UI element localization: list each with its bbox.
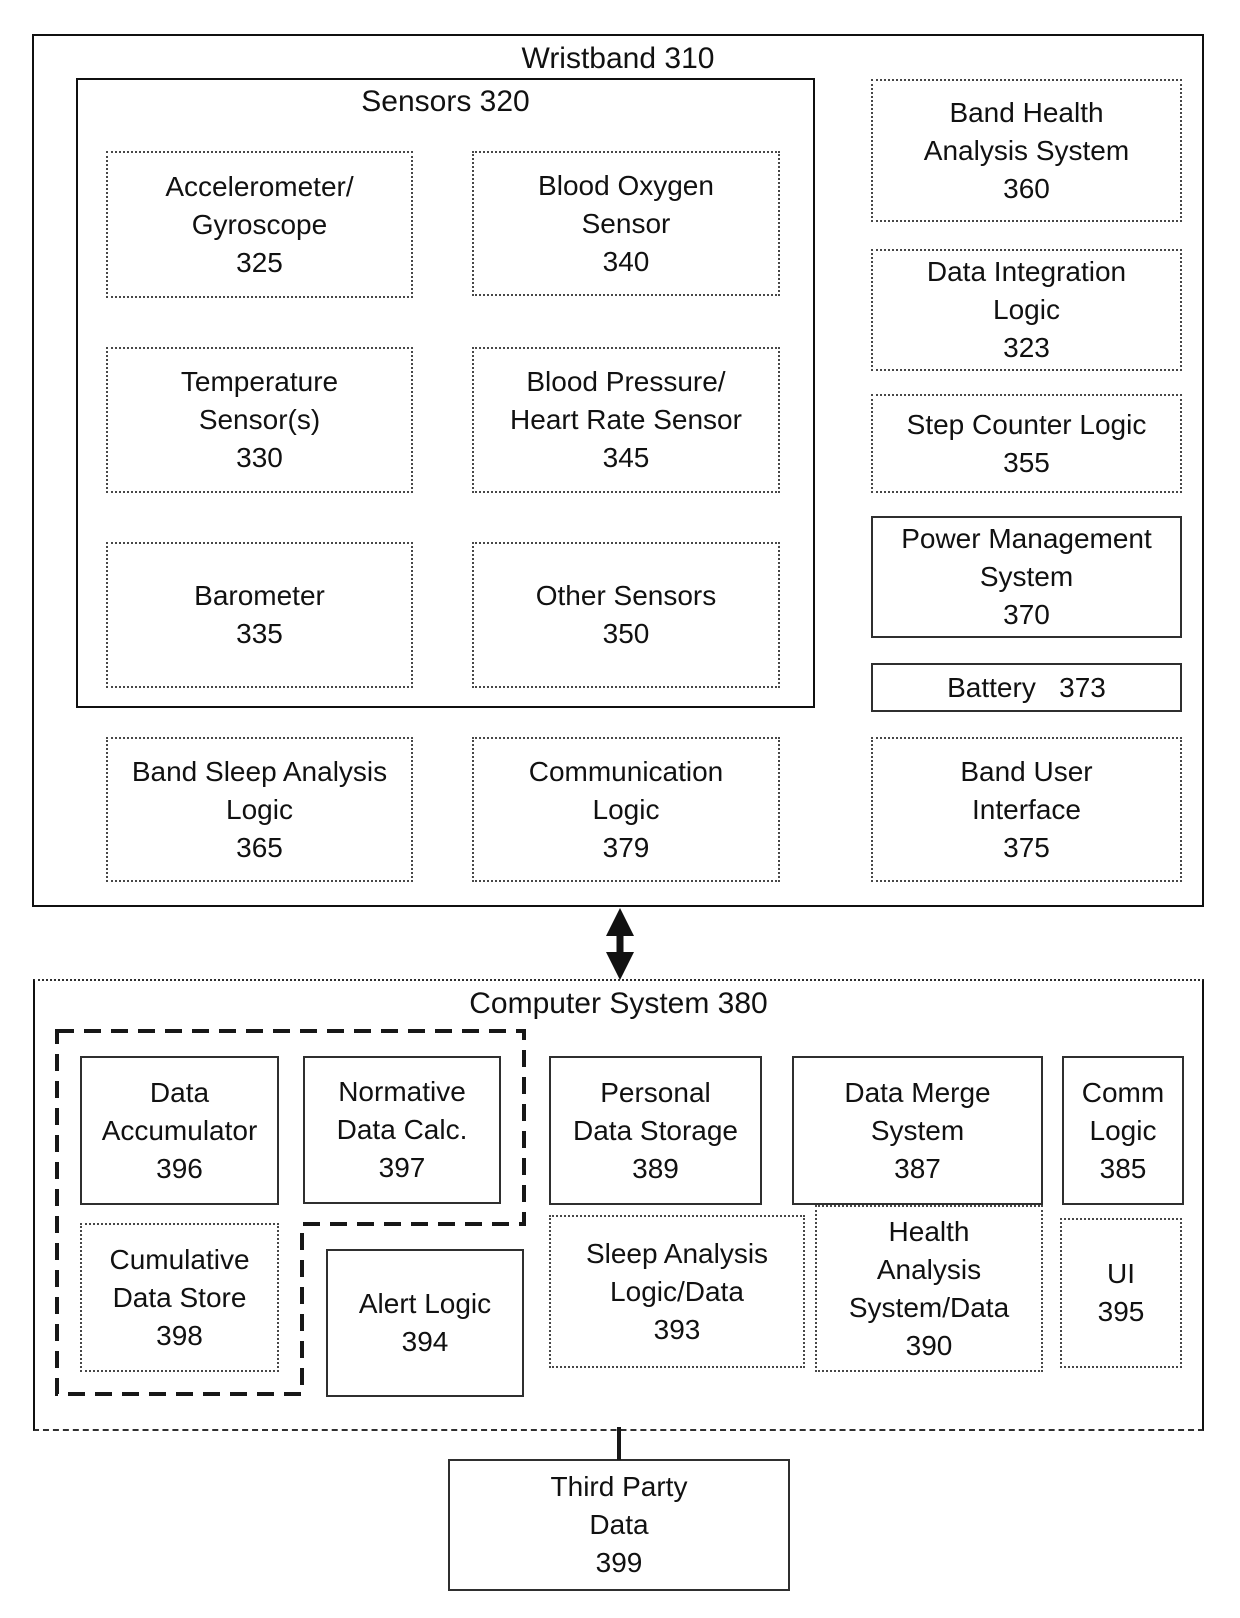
battery-label: Battery 373 [947,671,1106,703]
health-analysis-label: Health Analysis System/Data 390 [848,1215,1010,1361]
sleep-analysis-label: Sleep Analysis Logic/Data 393 [585,1237,769,1345]
data-merge-system-label: Data Merge System 387 [844,1076,991,1184]
comm-logic-label: Comm Logic 385 [1081,1076,1165,1184]
wristband-title: Wristband 310 [521,42,715,75]
health-analysis-box: Health Analysis System/Data 390 [815,1205,1043,1372]
sensors-title: Sensors 320 [361,85,530,118]
normative-data-calc-label: Normative Data Calc. 397 [336,1076,468,1183]
other-sensors-box: Other Sensors 350 [472,542,780,688]
data-integration-logic-label: Data Integration Logic 323 [926,256,1127,363]
alert-logic-box: Alert Logic 394 [326,1249,524,1397]
band-sleep-analysis-label: Band Sleep Analysis Logic 365 [131,755,388,863]
cumulative-data-store-label: Cumulative Data Store 398 [109,1243,250,1351]
data-accumulator-label: Data Accumulator 396 [101,1076,258,1184]
personal-data-storage-box: Personal Data Storage 389 [549,1056,762,1205]
other-sensors-label: Other Sensors 350 [535,580,717,649]
power-management-label: Power Management System 370 [901,523,1152,630]
personal-data-storage-label: Personal Data Storage 389 [573,1076,738,1184]
step-counter-logic-label: Step Counter Logic 355 [906,408,1147,478]
band-sleep-analysis-box: Band Sleep Analysis Logic 365 [106,737,413,882]
communication-logic-box: Communication Logic 379 [472,737,780,882]
computer-system-title: Computer System 380 [469,987,768,1020]
accelerometer-gyroscope-label: Accelerometer/ Gyroscope 325 [165,170,354,278]
data-merge-system-box: Data Merge System 387 [792,1056,1043,1205]
alert-logic-label: Alert Logic 394 [358,1288,492,1357]
data-accumulator-box: Data Accumulator 396 [80,1056,279,1205]
band-health-analysis-label: Band Health Analysis System 360 [923,96,1130,204]
step-counter-logic-box: Step Counter Logic 355 [871,394,1182,493]
data-integration-logic-box: Data Integration Logic 323 [871,249,1182,371]
communication-logic-label: Communication Logic 379 [528,755,724,863]
temperature-sensor-box: Temperature Sensor(s) 330 [106,347,413,493]
band-health-analysis-box: Band Health Analysis System 360 [871,79,1182,222]
temperature-sensor-label: Temperature Sensor(s) 330 [180,366,339,473]
band-user-interface-box: Band User Interface 375 [871,737,1182,882]
sleep-analysis-box: Sleep Analysis Logic/Data 393 [549,1215,805,1368]
barometer-label: Barometer 335 [194,580,325,649]
comm-logic-box: Comm Logic 385 [1062,1056,1184,1205]
bidirectional-arrow-icon [606,908,634,980]
accelerometer-gyroscope-box: Accelerometer/ Gyroscope 325 [106,151,413,298]
normative-data-calc-box: Normative Data Calc. 397 [303,1056,501,1204]
blood-oxygen-sensor-label: Blood Oxygen Sensor 340 [538,169,714,277]
blood-oxygen-sensor-box: Blood Oxygen Sensor 340 [472,151,780,296]
power-management-box: Power Management System 370 [871,516,1182,638]
ui-label: UI 395 [1097,1258,1145,1327]
blood-pressure-heart-rate-box: Blood Pressure/ Heart Rate Sensor 345 [472,347,780,493]
third-party-data-label: Third Party Data 399 [550,1471,688,1578]
third-party-data-box: Third Party Data 399 [448,1459,790,1591]
battery-box: Battery 373 [871,663,1182,712]
barometer-box: Barometer 335 [106,542,413,688]
blood-pressure-heart-rate-label: Blood Pressure/ Heart Rate Sensor 345 [510,366,742,473]
cumulative-data-store-box: Cumulative Data Store 398 [80,1223,279,1372]
band-user-interface-label: Band User Interface 375 [960,755,1093,863]
ui-box: UI 395 [1060,1218,1182,1368]
